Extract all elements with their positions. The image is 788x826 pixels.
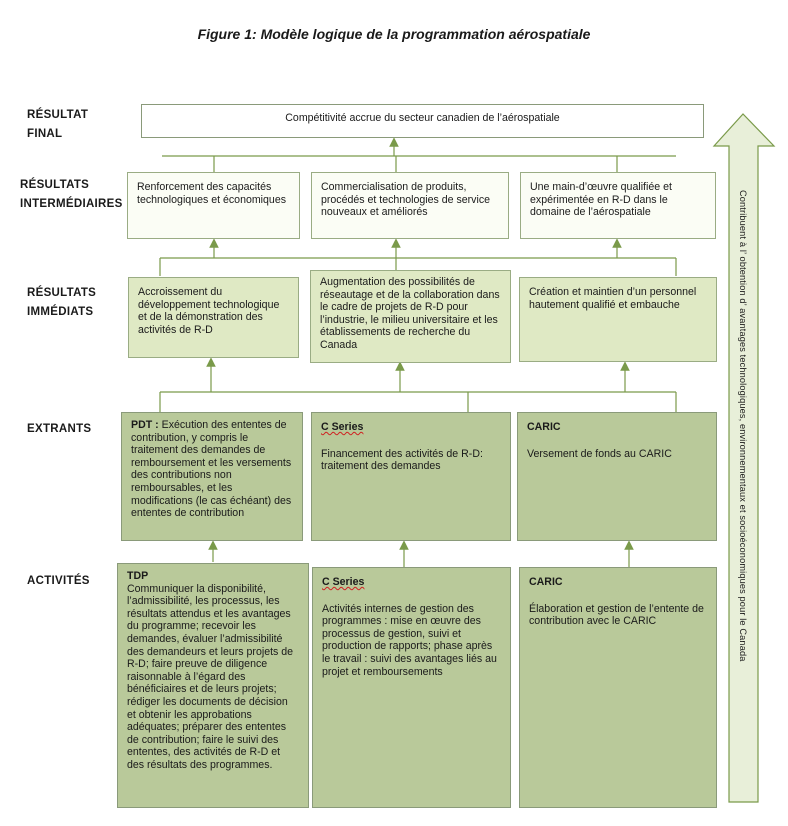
figure-title: Figure 1: Modèle logique de la programma…: [197, 26, 591, 42]
row-label-immediate: RÉSULTATS IMMÉDIATS: [27, 287, 97, 318]
output-caric: CARIC Versement de fonds au CARIC: [517, 412, 717, 541]
side-arrow: Contribuent à l’ obtention d’ avantages …: [729, 170, 757, 802]
intermediate-outcome-1-text: Renforcement des capacités technologique…: [137, 181, 287, 206]
final-outcome-box: Compétitivité accrue du secteur canadien…: [141, 104, 704, 138]
activity-caric-body: Élaboration et gestion de l’entente de c…: [529, 602, 704, 628]
row-label-final: RÉSULTAT FINAL: [27, 109, 89, 140]
immediate-outcome-2-text: Augmentation des possibilités de réseaut…: [320, 276, 500, 351]
intermediate-outcome-1: Renforcement des capacités technologique…: [127, 172, 300, 239]
intermediate-outcome-3-text: Une main-d’œuvre qualifiée et expériment…: [530, 181, 672, 219]
intermediate-outcome-2-text: Commercialisation de produits, procédés …: [321, 181, 491, 219]
intermediate-outcome-3: Une main-d’œuvre qualifiée et expériment…: [520, 172, 716, 239]
output-cseries-head: C Series: [321, 421, 364, 433]
activity-tdp-body: Communiquer la disponibilité, l’admissib…: [127, 582, 294, 771]
row-label-activities: ACTIVITÉS: [27, 575, 90, 587]
immediate-outcome-1: Accroissement du développement technolog…: [128, 277, 299, 358]
activity-cseries-head: C Series: [322, 576, 365, 588]
immediate-outcome-3-text: Création et maintien d’un personnel haut…: [529, 286, 697, 311]
activity-cseries: C Series Activités internes de gestion d…: [312, 567, 511, 808]
output-cseries: C Series Financement des activités de R-…: [311, 412, 511, 541]
activity-caric-head: CARIC: [529, 576, 563, 588]
activity-tdp-head: TDP: [127, 570, 149, 582]
output-caric-body: Versement de fonds au CARIC: [527, 447, 672, 460]
activity-tdp: TDP Communiquer la disponibilité, l’admi…: [117, 563, 309, 808]
side-arrow-shape: [712, 113, 776, 803]
final-outcome-text: Compétitivité accrue du secteur canadien…: [285, 112, 560, 124]
activity-caric: CARIC Élaboration et gestion de l’entent…: [519, 567, 717, 808]
intermediate-outcome-2: Commercialisation de produits, procédés …: [311, 172, 509, 239]
immediate-outcome-2: Augmentation des possibilités de réseaut…: [310, 270, 511, 363]
output-cseries-body: Financement des activités de R-D: traite…: [321, 447, 483, 473]
immediate-outcome-1-text: Accroissement du développement technolog…: [138, 286, 280, 336]
immediate-outcome-3: Création et maintien d’un personnel haut…: [519, 277, 717, 362]
row-label-outputs: EXTRANTS: [27, 423, 92, 435]
output-pdt-body: Exécution des ententes de contribution, …: [131, 419, 292, 520]
side-arrow-label: Contribuent à l’ obtention d’ avantages …: [738, 190, 748, 662]
output-pdt: PDT : Exécution des ententes de contribu…: [121, 412, 303, 541]
output-caric-head: CARIC: [527, 421, 561, 433]
output-pdt-head: PDT :: [131, 419, 159, 431]
row-label-intermediate: RÉSULTATS INTERMÉDIAIRES: [20, 179, 123, 210]
activity-cseries-body: Activités internes de gestion des progra…: [322, 602, 497, 678]
